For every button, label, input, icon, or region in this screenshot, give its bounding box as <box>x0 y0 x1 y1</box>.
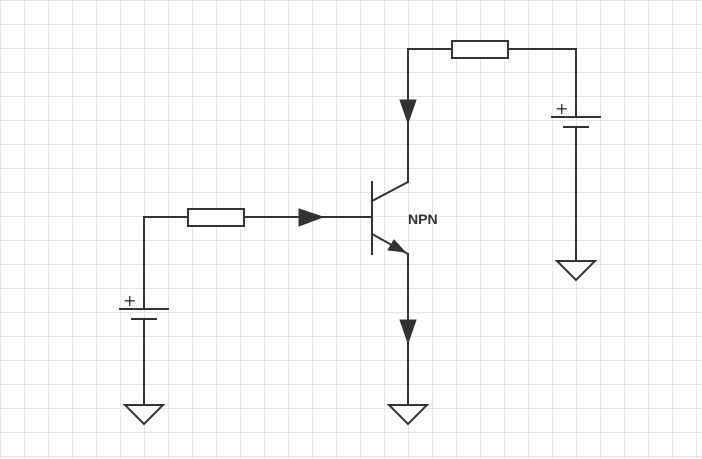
collector-circuit <box>399 40 577 183</box>
base-circuit <box>143 208 373 309</box>
collector-battery-plus-sign: + <box>555 99 568 118</box>
collector-supply-wire[interactable] <box>507 48 577 118</box>
transistor-label: NPN <box>408 211 438 227</box>
base-current-arrow <box>298 208 325 227</box>
emitter-ground[interactable] <box>386 404 430 426</box>
collector-wire[interactable] <box>407 48 453 183</box>
base-ground[interactable] <box>122 404 166 426</box>
base-wire-left[interactable] <box>143 216 189 309</box>
emitter-current-arrow <box>399 319 417 345</box>
transistor-collector-lead <box>370 180 410 203</box>
base-resistor[interactable] <box>187 208 245 227</box>
npn-transistor[interactable] <box>370 180 410 256</box>
base-battery-plus-sign: + <box>123 291 136 310</box>
collector-current-arrow <box>399 99 417 125</box>
transistor-emitter-arrow <box>387 239 407 253</box>
collector-resistor[interactable] <box>451 40 509 59</box>
collector-ground[interactable] <box>554 260 598 282</box>
